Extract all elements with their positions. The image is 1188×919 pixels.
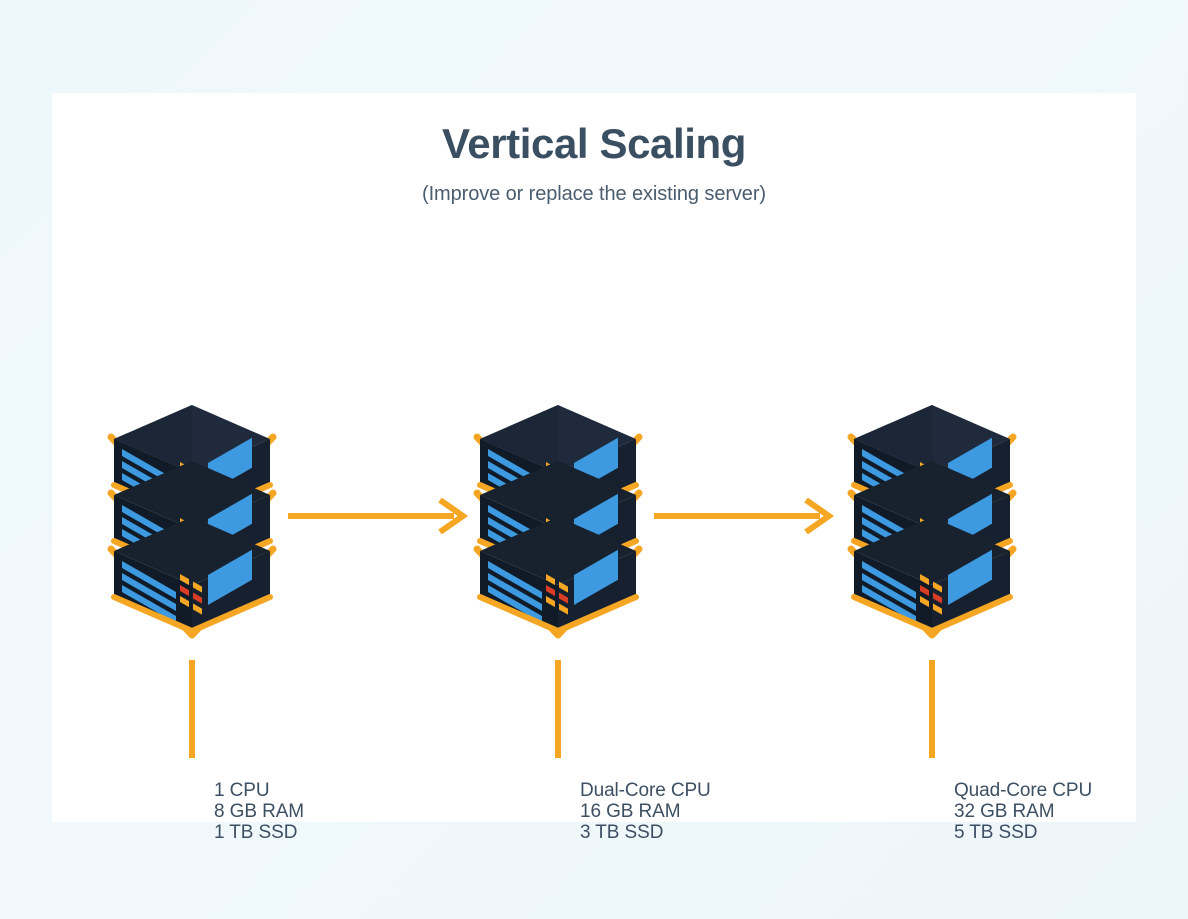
server-rack-icon [846, 395, 1018, 649]
server-spec-line: 16 GB RAM [580, 801, 681, 822]
diagram-card: Vertical Scaling (Improve or replace the… [52, 93, 1136, 843]
server-spec-line: Dual-Core CPU [580, 780, 711, 801]
arrow-right-icon [288, 498, 468, 534]
server-spec-line: 1 CPU [214, 780, 270, 801]
arrow-right-icon [654, 498, 834, 534]
server-rack-icon [472, 395, 644, 649]
connector-line [189, 660, 195, 758]
server-spec-line: 1 TB SSD [214, 822, 298, 843]
connector-line [929, 660, 935, 758]
server-spec-line: 3 TB SSD [580, 822, 664, 843]
server-spec-line: 8 GB RAM [214, 801, 304, 822]
server-spec-line: 32 GB RAM [954, 801, 1055, 822]
server-spec-line: Quad-Core CPU [954, 780, 1093, 801]
page-subtitle: (Improve or replace the existing server) [422, 183, 766, 205]
server-spec-line: 5 TB SSD [954, 822, 1038, 843]
connector-line [555, 660, 561, 758]
server-rack-icon [106, 395, 278, 649]
header: Vertical Scaling (Improve or replace the… [52, 93, 1136, 206]
page-title: Vertical Scaling [441, 120, 747, 167]
